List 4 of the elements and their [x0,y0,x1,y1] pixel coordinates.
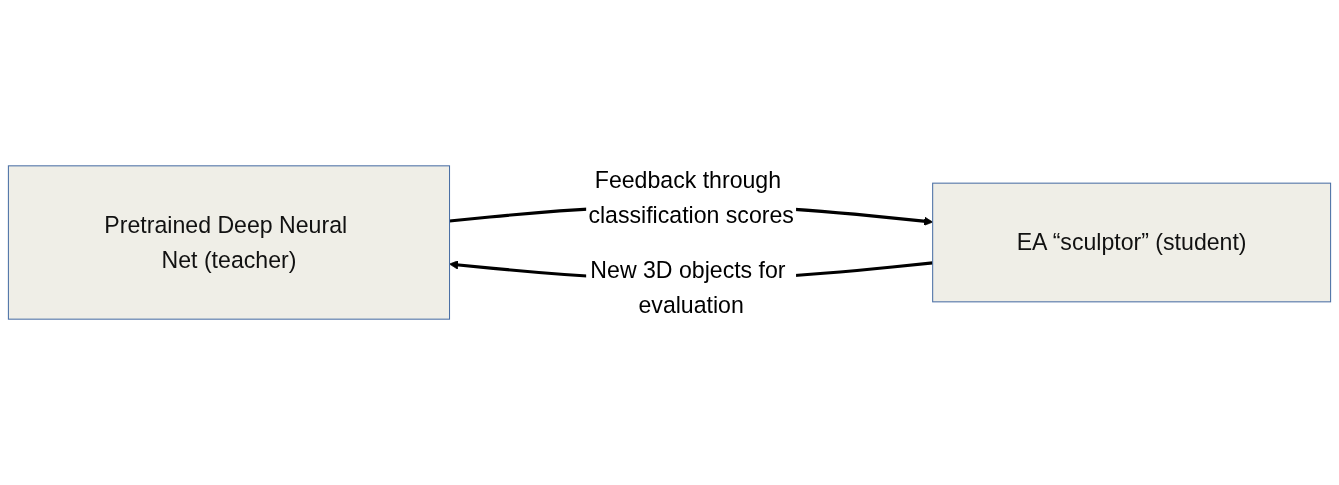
node-box: EA “sculptor” (student) [932,182,1332,303]
node-box: Pretrained Deep Neural Net (teacher) [7,165,451,320]
edge-label: Feedback through classification scores [588,166,794,228]
edge-label: New 3D objects for evaluation [590,257,786,319]
